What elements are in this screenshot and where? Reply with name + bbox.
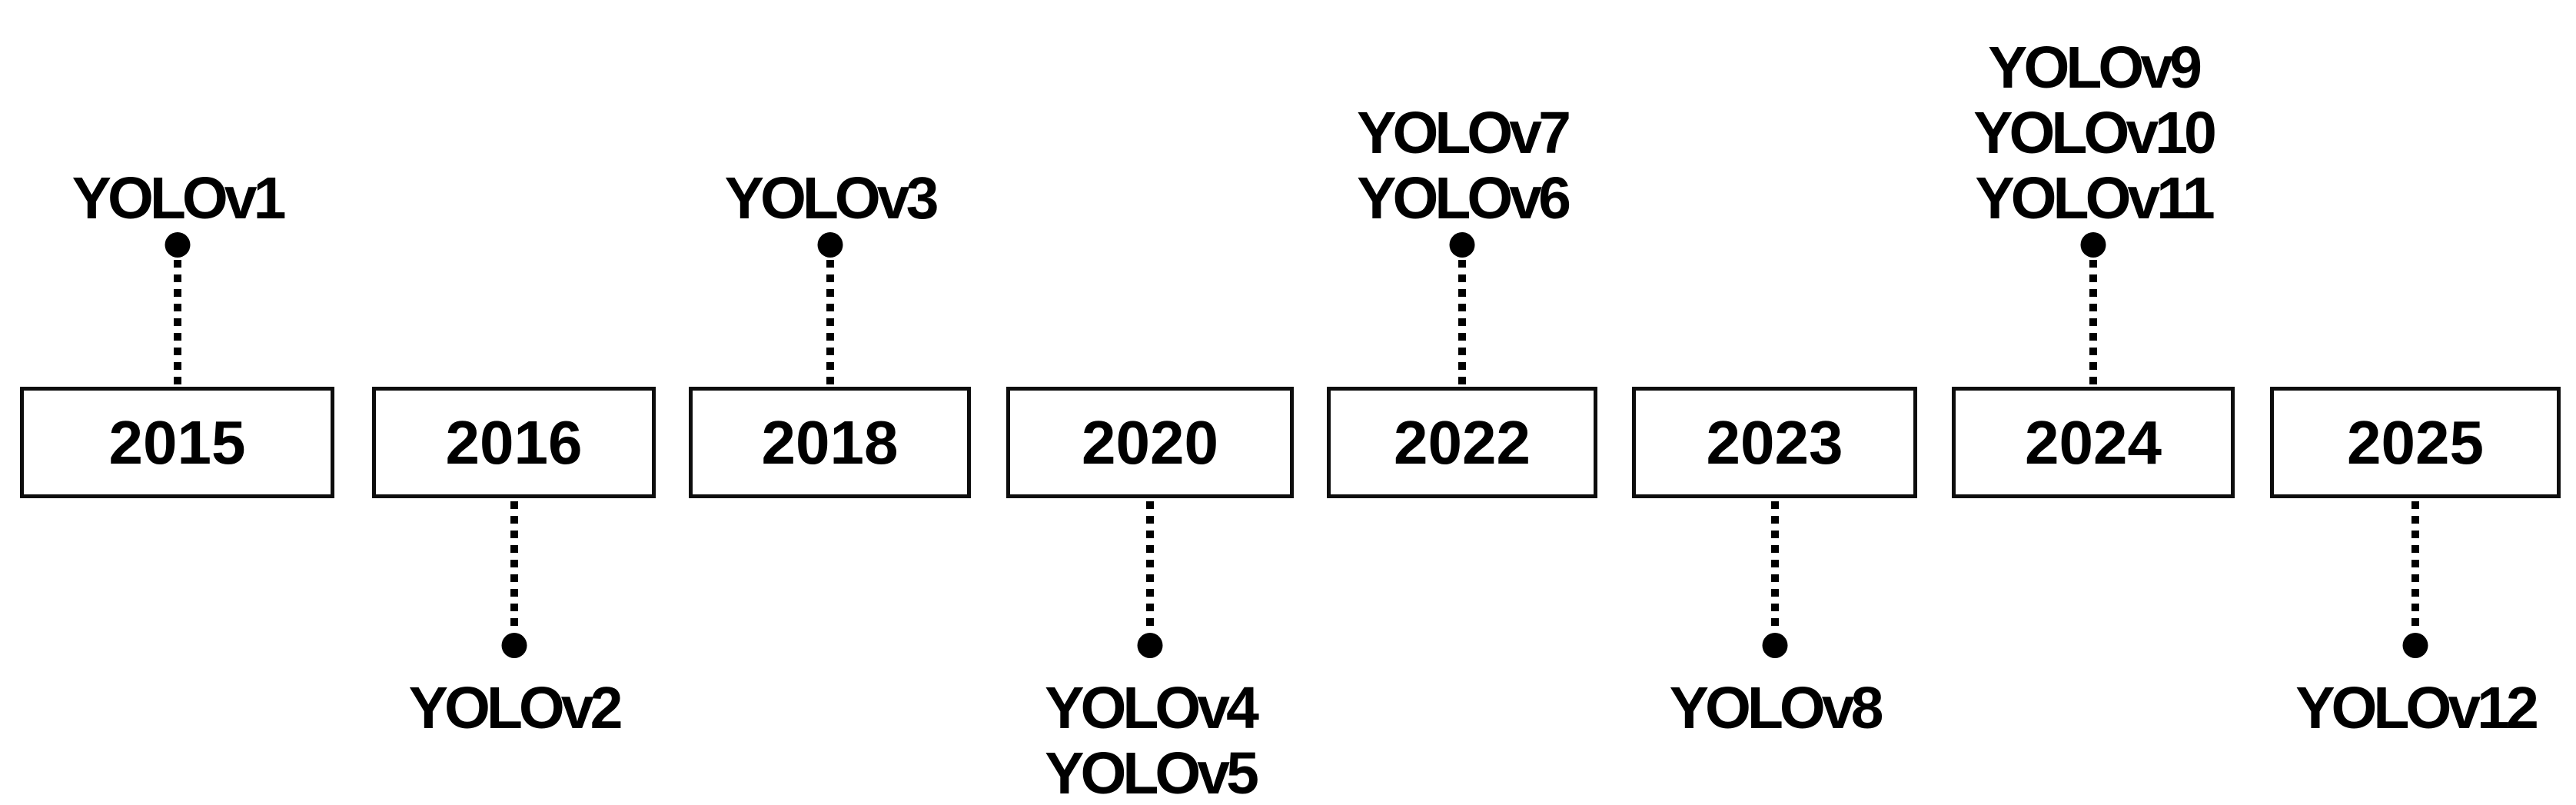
year-label: 2015 [108, 407, 246, 477]
year-box: 2025 [2270, 387, 2561, 498]
model-name: YOLOv8 [1669, 675, 1884, 741]
timeline-item-2016: 2016 YOLOv2 [372, 0, 656, 805]
model-label: YOLOv8 [1669, 675, 1884, 741]
model-name: YOLOv11 [1975, 165, 2215, 231]
year-box: 2015 [20, 387, 334, 498]
model-label: YOLOv4 YOLOv5 [1045, 675, 1259, 805]
timeline-dot [1449, 232, 1475, 258]
connector-line [1770, 501, 1779, 630]
year-label: 2016 [445, 407, 583, 477]
model-name: YOLOv9 [1988, 35, 2202, 101]
connector-line [173, 260, 181, 387]
connector-line [1146, 501, 1154, 630]
timeline-dot [1137, 633, 1163, 658]
timeline-dot [501, 633, 527, 658]
model-label: YOLOv1 [71, 165, 287, 231]
year-label: 2024 [2025, 407, 2162, 477]
year-label: 2023 [1706, 407, 1843, 477]
timeline-item-2025: 2025 YOLOv12 [2270, 0, 2561, 805]
timeline-item-2015: YOLOv1 2015 [20, 0, 334, 805]
connector-line [510, 501, 518, 630]
connector-line [2411, 501, 2419, 630]
model-name: YOLOv1 [71, 165, 287, 231]
timeline-item-2023: 2023 YOLOv8 [1632, 0, 1917, 805]
year-label: 2025 [2347, 407, 2484, 477]
timeline-item-2020: 2020 YOLOv4 YOLOv5 [1006, 0, 1294, 805]
timeline-item-2022: YOLOv7 YOLOv6 2022 [1327, 0, 1597, 805]
year-box: 2018 [689, 387, 971, 498]
timeline-dot [2402, 633, 2428, 658]
year-label: 2020 [1082, 407, 1218, 477]
connector-line [1458, 260, 1466, 387]
connector-line [826, 260, 834, 387]
timeline-item-2018: YOLOv3 2018 [689, 0, 971, 805]
year-box: 2020 [1006, 387, 1294, 498]
model-name: YOLOv6 [1357, 165, 1571, 231]
model-label: YOLOv9 YOLOv10 YOLOv11 [1973, 35, 2217, 231]
model-name: YOLOv4 [1045, 675, 1259, 741]
model-name: YOLOv5 [1045, 740, 1259, 805]
model-label: YOLOv3 [724, 165, 939, 231]
timeline-item-2024: YOLOv9 YOLOv10 YOLOv11 2024 [1952, 0, 2235, 805]
timeline-dot [1762, 633, 1787, 658]
year-box: 2024 [1952, 387, 2235, 498]
timeline-dot [817, 232, 843, 258]
connector-line [2089, 260, 2097, 387]
model-label: YOLOv12 [2295, 675, 2539, 741]
model-label: YOLOv2 [408, 675, 623, 741]
year-box: 2022 [1327, 387, 1597, 498]
year-label: 2022 [1394, 407, 1531, 477]
timeline-dot [2080, 232, 2106, 258]
model-name: YOLOv2 [408, 675, 623, 741]
model-name: YOLOv12 [2295, 675, 2539, 741]
year-box: 2016 [372, 387, 656, 498]
model-name: YOLOv7 [1357, 100, 1571, 166]
year-label: 2018 [761, 407, 899, 477]
model-name: YOLOv3 [724, 165, 939, 231]
timeline-dot [165, 232, 190, 258]
year-box: 2023 [1632, 387, 1917, 498]
model-label: YOLOv7 YOLOv6 [1357, 100, 1571, 231]
model-name: YOLOv10 [1973, 100, 2217, 166]
